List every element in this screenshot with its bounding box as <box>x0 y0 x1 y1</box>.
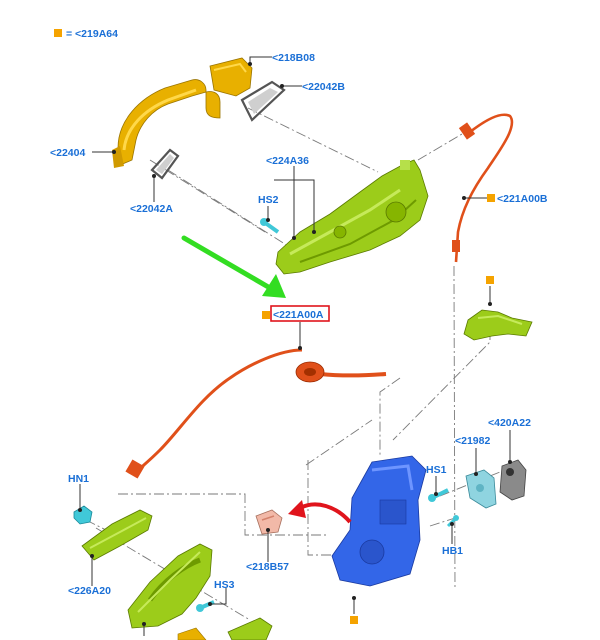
handle-cap-part <box>209 57 253 97</box>
label-HN1[interactable]: HN1 <box>68 473 89 485</box>
inner-bezel-part <box>177 617 273 640</box>
legend-marker <box>54 29 62 37</box>
label-21982[interactable]: <21982 <box>455 435 490 447</box>
label-218B57[interactable]: <218B57 <box>246 561 289 573</box>
label-HB1[interactable]: HB1 <box>442 545 463 557</box>
label-221A00A[interactable]: <221A00A <box>273 309 324 321</box>
callout-labels: = <219A64 <218B08 <22042B <22404 <224A36… <box>50 28 548 597</box>
outer-handle-part <box>112 79 221 168</box>
nut-hn1-part <box>73 505 93 525</box>
label-420A22[interactable]: <420A22 <box>488 417 531 429</box>
cable-a-part <box>125 348 387 479</box>
label-221A00B[interactable]: <221A00B <box>497 193 548 205</box>
label-HS1[interactable]: HS1 <box>426 464 447 476</box>
marker-top-right <box>486 276 494 284</box>
inner-handle-rod-part <box>81 509 153 561</box>
marker-221A00B <box>487 194 495 202</box>
label-226A20[interactable]: <226A20 <box>68 585 111 597</box>
bushing-part <box>255 509 283 535</box>
label-22404[interactable]: <22404 <box>50 147 85 159</box>
label-22042B[interactable]: <22042B <box>302 81 345 93</box>
handle-bracket-part <box>275 159 429 275</box>
marker-bottom <box>350 616 358 624</box>
red-direction-arrow <box>288 500 352 524</box>
label-HS2[interactable]: HS2 <box>258 194 279 206</box>
orange-markers <box>54 29 495 624</box>
highlight-box <box>270 305 330 322</box>
marker-221A00A <box>262 311 270 319</box>
label-22042A[interactable]: <22042A <box>130 203 173 215</box>
leader-lines <box>78 56 512 636</box>
label-224A36[interactable]: <224A36 <box>266 155 309 167</box>
gasket-a-part <box>150 148 180 180</box>
latch-cover-part <box>465 469 497 509</box>
cable-b-part <box>452 113 514 263</box>
seal-part <box>499 459 527 501</box>
green-pointer-arrow <box>181 235 286 298</box>
label-HS3[interactable]: HS3 <box>214 579 235 591</box>
door-latch-part <box>331 455 427 587</box>
latch-bracket-part <box>463 309 533 341</box>
screw-hs1-part <box>428 488 449 502</box>
gasket-b-part <box>240 80 286 122</box>
legend-text: = <219A64 <box>66 28 118 40</box>
label-218B08[interactable]: <218B08 <box>272 52 315 64</box>
assembly-lines <box>85 107 506 621</box>
inner-handle-part <box>127 543 213 629</box>
